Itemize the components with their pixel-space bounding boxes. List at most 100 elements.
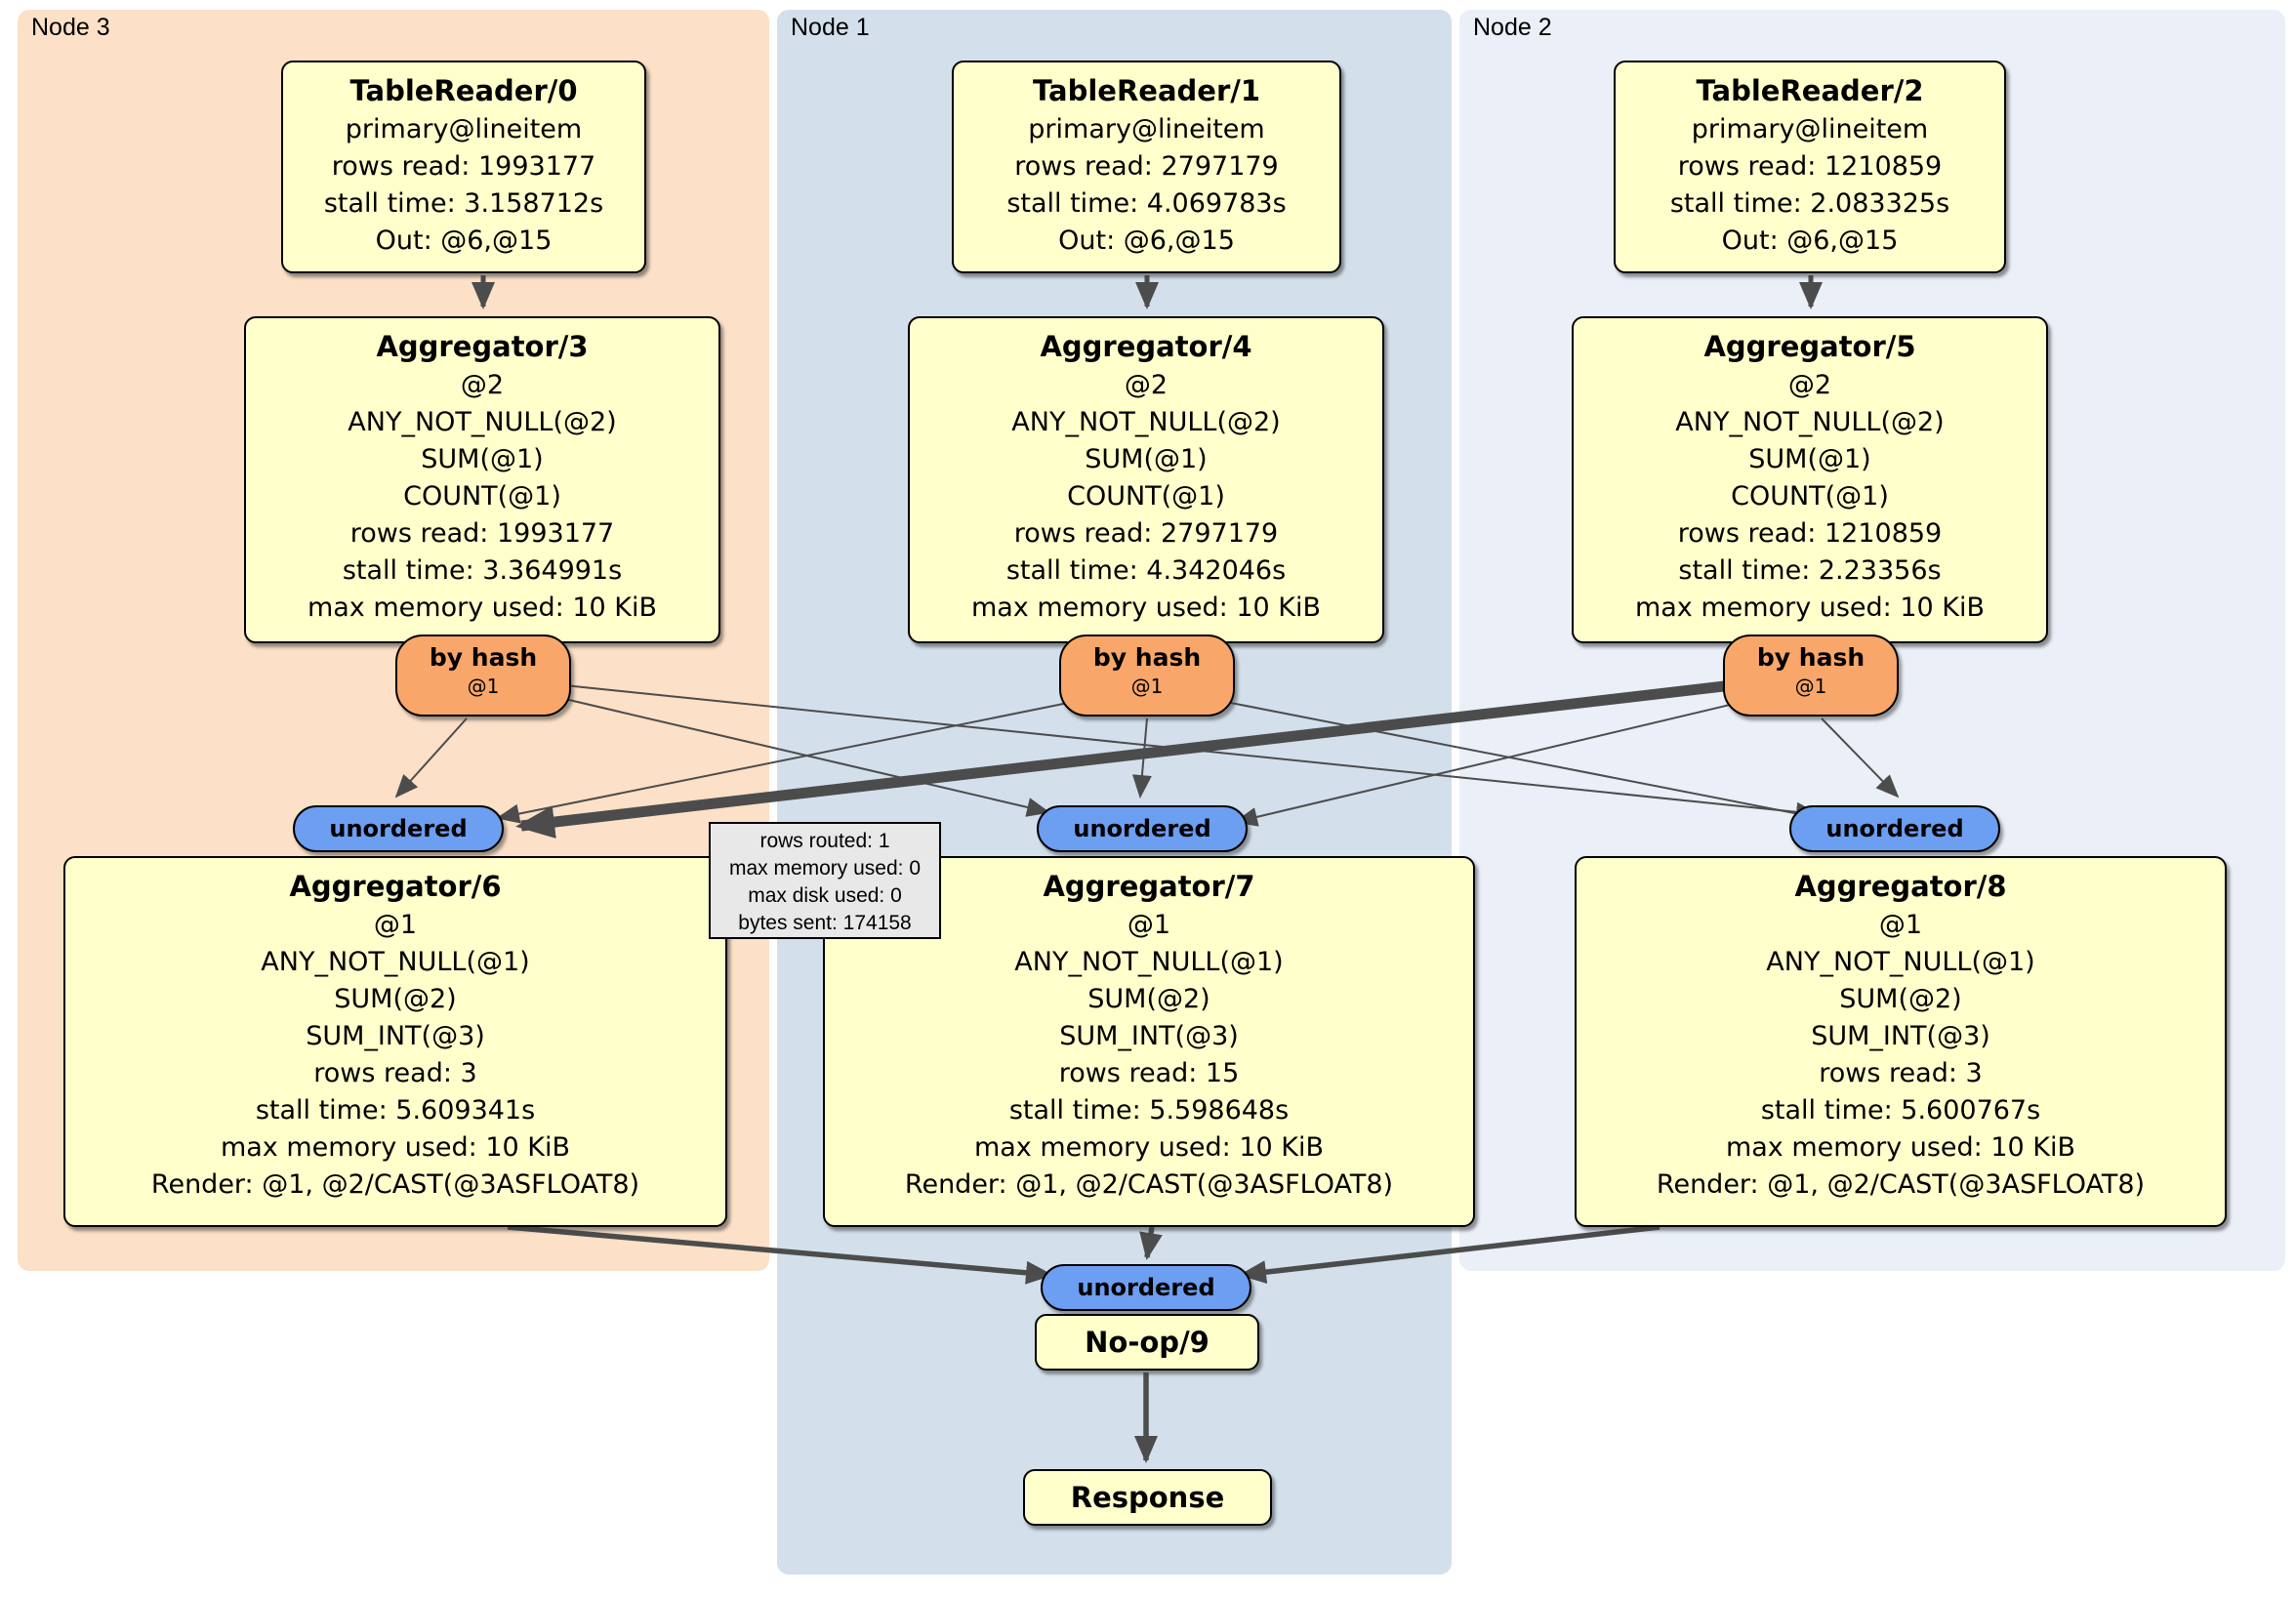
detail-line: rows read: 2797179 (1014, 151, 1279, 182)
tooltip-line: max memory used: 0 (728, 857, 922, 880)
detail-line: ANY_NOT_NULL(@1) (261, 947, 530, 977)
edge-agg7-sync9 (1139, 1226, 1163, 1260)
unordered-sync-8[interactable]: unordered (1789, 805, 2000, 852)
edge-agg8-sync9 (1239, 1224, 1660, 1285)
detail-line: SUM(@1) (1085, 444, 1208, 474)
detail-line: @2 (1787, 370, 1832, 400)
edge-router4-sync8 (1200, 696, 1831, 826)
detail-line: SUM_INT(@3) (306, 1021, 485, 1051)
unordered-sync-7[interactable]: unordered (1037, 805, 1248, 852)
detail-line: stall time: 4.069783s (1006, 188, 1287, 219)
detail-line: @2 (1124, 370, 1168, 400)
node2-label: Node 2 (1473, 14, 1552, 41)
detail-line: Out: @6,@15 (1721, 225, 1899, 256)
detail-line: SUM_INT(@3) (1059, 1021, 1239, 1051)
detail-line: rows read: 3 (1819, 1058, 1983, 1088)
aggregator-5-box[interactable]: Aggregator/5 @2 ANY_NOT_NULL(@2) SUM(@1)… (1572, 316, 2048, 643)
noop-9-box[interactable]: No-op/9 (1035, 1314, 1259, 1371)
processor-title: Aggregator/8 (1794, 870, 2007, 903)
detail-line: rows read: 1210859 (1677, 151, 1943, 182)
tablereader-1-box[interactable]: TableReader/1 primary@lineitem rows read… (952, 61, 1341, 273)
node1-label: Node 1 (791, 14, 870, 41)
detail-line: primary@lineitem (345, 114, 583, 144)
router-columns: @1 (1130, 675, 1164, 698)
aggregator-4-box[interactable]: Aggregator/4 @2 ANY_NOT_NULL(@2) SUM(@1)… (908, 316, 1384, 643)
detail-line: rows read: 3 (313, 1058, 477, 1088)
router-columns: @1 (1794, 675, 1827, 698)
detail-line: @1 (1878, 910, 1923, 940)
processor-title: TableReader/2 (1696, 74, 1924, 107)
aggregator-8-box[interactable]: Aggregator/8 @1 ANY_NOT_NULL(@1) SUM(@2)… (1575, 856, 2227, 1227)
response-box[interactable]: Response (1023, 1469, 1272, 1526)
detail-line: max memory used: 10 KiB (970, 593, 1322, 623)
detail-line: primary@lineitem (1691, 114, 1929, 144)
processor-title: No-op/9 (1085, 1326, 1210, 1359)
edge-router3-sync7 (555, 696, 1050, 817)
processor-title: Aggregator/7 (1043, 870, 1255, 903)
hash-router-4[interactable]: by hash @1 (1059, 635, 1235, 717)
detail-line: max memory used: 10 KiB (220, 1132, 571, 1163)
processor-title: TableReader/0 (349, 74, 578, 107)
detail-line: Render: @1, @2/CAST(@3ASFLOAT8) (150, 1169, 640, 1200)
detail-line: SUM(@1) (1748, 444, 1871, 474)
detail-line: SUM(@2) (334, 984, 457, 1014)
processor-title: Response (1070, 1481, 1225, 1514)
router-columns: @1 (467, 675, 500, 698)
edge-router5-sync8 (1821, 717, 1900, 798)
detail-line: ANY_NOT_NULL(@1) (1766, 947, 2035, 977)
detail-line: SUM(@2) (1087, 984, 1210, 1014)
edge-router5-sync6-highlighted[interactable] (515, 677, 1750, 839)
detail-line: rows read: 1210859 (1677, 518, 1943, 549)
detail-line: Render: @1, @2/CAST(@3ASFLOAT8) (1656, 1169, 2146, 1200)
detail-line: SUM_INT(@3) (1811, 1021, 1990, 1051)
detail-line: rows read: 1993177 (331, 151, 596, 182)
detail-line: max memory used: 10 KiB (1725, 1132, 2076, 1163)
detail-line: stall time: 4.342046s (1005, 555, 1287, 586)
detail-line: max memory used: 10 KiB (973, 1132, 1325, 1163)
detail-line: Out: @6,@15 (375, 225, 553, 256)
stream-stats-tooltip: rows routed: 1 max memory used: 0 max di… (709, 822, 941, 939)
detail-line: COUNT(@1) (403, 481, 561, 512)
tooltip-line: max disk used: 0 (748, 884, 902, 907)
detail-line: @1 (373, 910, 418, 940)
unordered-sync-6[interactable]: unordered (293, 805, 504, 852)
detail-line: rows read: 2797179 (1013, 518, 1279, 549)
aggregator-6-box[interactable]: Aggregator/6 @1 ANY_NOT_NULL(@1) SUM(@2)… (63, 856, 727, 1227)
unordered-sync-9[interactable]: unordered (1041, 1264, 1251, 1311)
detail-line: ANY_NOT_NULL(@2) (348, 407, 617, 437)
aggregator-3-box[interactable]: Aggregator/3 @2 ANY_NOT_NULL(@2) SUM(@1)… (244, 316, 720, 643)
detail-line: stall time: 5.600767s (1760, 1095, 2041, 1126)
router-label: by hash (429, 643, 538, 672)
edge-agg6-sync9 (507, 1224, 1053, 1285)
detail-line: stall time: 5.609341s (255, 1095, 536, 1126)
detail-line: primary@lineitem (1028, 114, 1265, 144)
processor-title: Aggregator/5 (1703, 330, 1916, 363)
processor-title: Aggregator/4 (1040, 330, 1252, 363)
detail-line: stall time: 2.083325s (1669, 188, 1950, 219)
detail-line: COUNT(@1) (1067, 481, 1225, 512)
sync-label: unordered (1825, 815, 1964, 842)
detail-line: Out: @6,@15 (1058, 225, 1235, 256)
detail-line: ANY_NOT_NULL(@2) (1011, 407, 1281, 437)
router-label: by hash (1092, 643, 1202, 672)
detail-line: @1 (1127, 910, 1171, 940)
detail-line: ANY_NOT_NULL(@1) (1014, 947, 1284, 977)
processor-title: Aggregator/6 (289, 870, 502, 903)
edge-router5-sync7 (1234, 696, 1764, 827)
tooltip-line: rows routed: 1 (759, 830, 890, 852)
detail-line: stall time: 3.364991s (342, 555, 623, 586)
aggregator-7-box[interactable]: Aggregator/7 @1 ANY_NOT_NULL(@1) SUM(@2)… (823, 856, 1475, 1227)
detail-line: stall time: 2.23356s (1678, 555, 1942, 586)
detail-line: @2 (460, 370, 505, 400)
detail-line: SUM(@2) (1839, 984, 1962, 1014)
tablereader-2-box[interactable]: TableReader/2 primary@lineitem rows read… (1614, 61, 2006, 273)
detail-line: SUM(@1) (421, 444, 544, 474)
detail-line: rows read: 15 (1058, 1058, 1240, 1088)
tablereader-0-box[interactable]: TableReader/0 primary@lineitem rows read… (281, 61, 646, 273)
hash-router-5[interactable]: by hash @1 (1723, 635, 1899, 717)
node3-label: Node 3 (31, 14, 110, 41)
hash-router-3[interactable]: by hash @1 (395, 635, 571, 717)
detail-line: max memory used: 10 KiB (307, 593, 658, 623)
